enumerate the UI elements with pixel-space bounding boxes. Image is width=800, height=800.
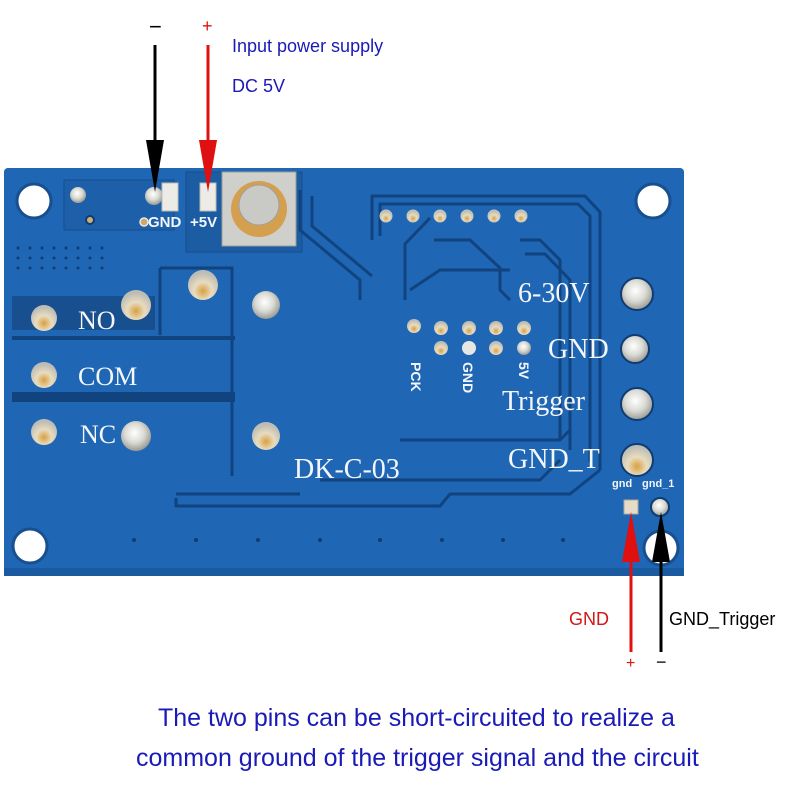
via xyxy=(85,215,95,225)
potentiometer xyxy=(221,171,297,247)
gnd-label: GND xyxy=(569,609,609,629)
right-terminal-pads xyxy=(620,277,654,477)
mounting-hole-top-left xyxy=(15,182,53,220)
silk-model-label: DK-C-03 xyxy=(294,454,400,485)
programming-header-pads xyxy=(407,319,531,355)
input-minus-sign: − xyxy=(149,14,162,39)
relay-terminal-pads xyxy=(31,270,280,451)
silk-header-gnd: GND xyxy=(460,362,476,394)
silk-relay-nc: NC xyxy=(80,420,117,449)
silk-jumper-gnd: gnd xyxy=(612,478,633,490)
note-line-2: common ground of the trigger signal and … xyxy=(136,744,699,772)
top-header-pads xyxy=(379,209,528,223)
bottom-vias xyxy=(132,538,565,542)
gnd-arrow-head xyxy=(146,140,164,192)
pad xyxy=(70,187,86,203)
relay-separator-2 xyxy=(12,392,235,402)
silk-header-5v: 5V xyxy=(516,362,532,380)
power-connector xyxy=(139,182,217,227)
silk-relay-no: NO xyxy=(78,306,116,335)
silk-relay-com: COM xyxy=(78,362,138,391)
via-grid xyxy=(16,246,104,270)
input-plus-sign: + xyxy=(202,16,213,36)
gnd-plus-sign: + xyxy=(626,655,636,672)
input-power-voltage: DC 5V xyxy=(232,76,286,96)
mounting-hole-bottom-left xyxy=(11,527,49,565)
relay-separator-1 xyxy=(12,336,235,340)
input-power-title: Input power supply xyxy=(232,36,384,56)
input-power-arrows xyxy=(146,45,217,192)
silk-header-pck: PCK xyxy=(408,362,424,392)
mounting-hole-top-right xyxy=(634,182,672,220)
silk-power-gnd: GND xyxy=(148,214,182,231)
silk-terminal-6-30v: 6-30V xyxy=(518,278,590,309)
silk-terminal-gnd-t: GND_T xyxy=(508,444,600,475)
jumper-pad-gnd[interactable] xyxy=(623,499,639,515)
gnd-jumper-arrow-head xyxy=(622,512,640,562)
jumper-arrows xyxy=(622,512,670,652)
gnd-trigger-label: GND_Trigger xyxy=(669,609,776,629)
jumper-pad-gnd-1[interactable] xyxy=(650,497,670,517)
pcb-edge xyxy=(4,568,684,576)
silk-power-vcc: +5V xyxy=(190,214,218,231)
silk-terminal-trigger: Trigger xyxy=(502,386,585,417)
silk-terminal-gnd: GND xyxy=(548,334,609,365)
note-line-1: The two pins can be short-circuited to r… xyxy=(158,704,675,732)
vcc-arrow-head xyxy=(199,140,217,192)
silk-jumper-gnd-1: gnd_1 xyxy=(642,478,675,490)
relay-outline xyxy=(158,266,234,476)
gnd-trigger-minus-sign: − xyxy=(656,652,667,672)
gnd-trigger-arrow-head xyxy=(652,512,670,562)
